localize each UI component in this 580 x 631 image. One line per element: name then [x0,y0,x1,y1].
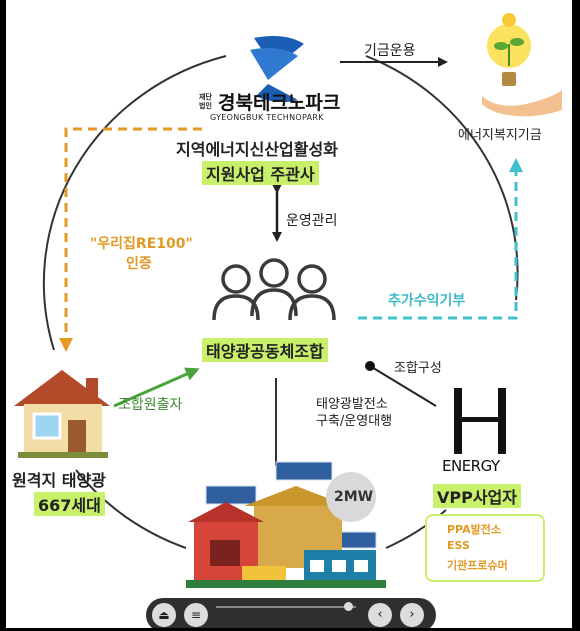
construction-line2: 구축/운영대행 [316,414,393,429]
ring-segment-bottom-left [75,469,187,549]
revenue-dashed-arrow [358,158,523,320]
org-role-line1: 지역에너지신산업활성화 [176,140,338,159]
house-icon [14,370,110,458]
logo-prefix-bottom: 법인 [199,102,212,110]
h-energy-logo-icon [454,388,506,454]
investment-arrow [113,367,200,408]
union-formation-label: 조합구성 [394,361,442,376]
eject-icon[interactable]: ⏏ [152,603,176,627]
logo-prefix-top: 재단 [199,93,212,101]
org-name-english: GYEONGBUK TECHNOPARK [210,113,324,122]
fund-arrow-label: 기금운용 [364,43,416,59]
people-group-icon [212,258,336,321]
capacity-label: 2MW [334,489,374,505]
org-role-line2: 지원사업 주관사 [202,161,319,185]
prev-icon[interactable]: ‹ [368,603,392,627]
service-ppa: PPA발전소 [447,523,501,536]
certification-line2: 인증 [126,256,152,272]
menu-icon[interactable]: ≡ [184,603,208,627]
fund-label: 에너지복지기금 [458,128,542,143]
construction-line1: 태양광발전소 [316,397,388,412]
toolbar-progress-handle[interactable] [344,602,353,611]
certification-dashed-arrow [59,127,202,352]
org-name-korean: 경북테크노파크 [218,92,341,114]
technopark-logo-icon [250,36,304,103]
diagram-panel: 재단 법인 경북테크노파크 GYEONGBUK TECHNOPARK 지역에너지… [6,0,572,628]
management-label: 운영관리 [286,213,338,229]
union-label: 태양광공동체조합 [202,338,328,362]
toolbar-progress-track [216,606,356,608]
energy-services-box [425,514,545,582]
households-line2: 667세대 [34,492,105,516]
next-icon[interactable]: › [400,603,424,627]
ring-segment-top-left [42,55,227,351]
union-formation-line [369,365,437,407]
additional-revenue-label: 추가수익기부 [388,293,466,309]
union-formation-dot [365,361,375,371]
certification-line1: "우리집RE100" [90,236,193,252]
energy-logo-text: ENERGY [442,457,500,475]
capacity-badge [326,472,376,522]
connector-layer [42,55,523,549]
households-line1: 원격지 태양광 [12,471,106,490]
lightbulb-hand-icon [482,13,562,117]
investment-label: 조합원출자 [118,397,183,413]
service-prosumer: 기관프로슈머 [447,559,508,572]
energy-company-label: VPP사업자 [433,484,521,508]
service-ess: ESS [447,539,470,552]
ring-segment-bottom-right [385,509,447,549]
solar-plant-icon [186,461,386,588]
